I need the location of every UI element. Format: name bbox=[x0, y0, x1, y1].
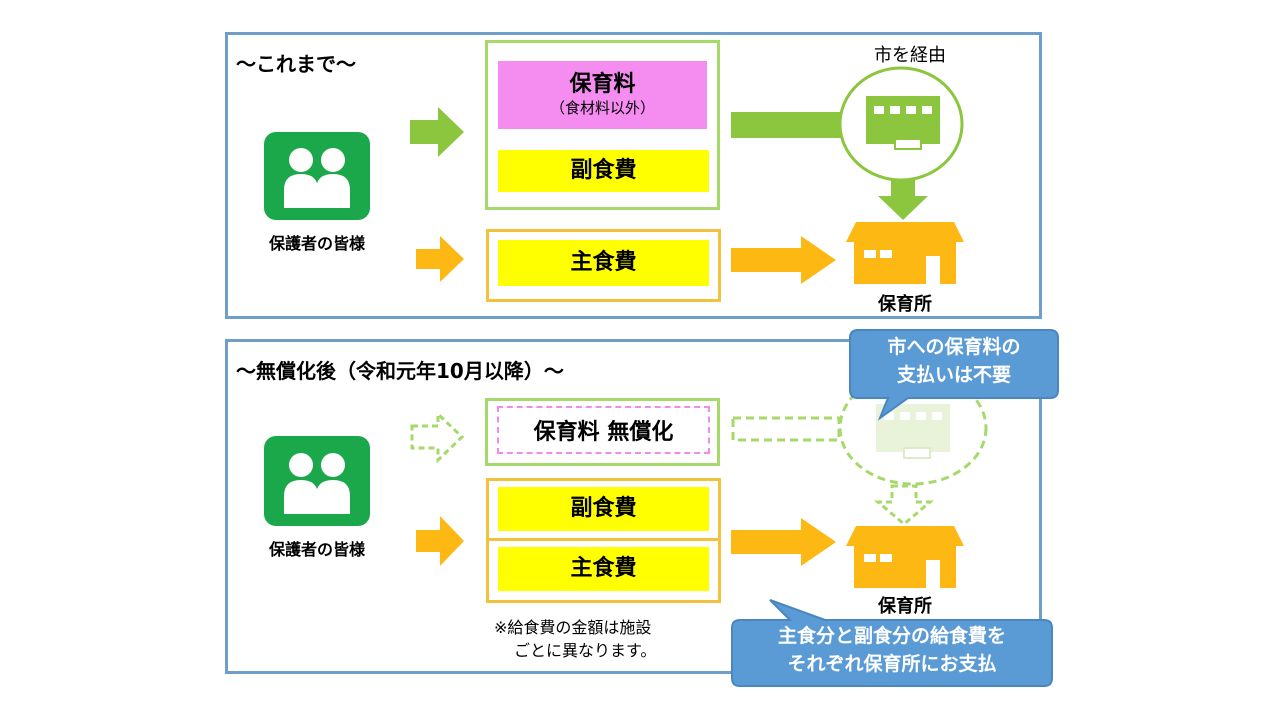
nursery-label: 保育所 bbox=[878, 294, 932, 315]
callout-bottom-line-2: それぞれ保育所にお支払 bbox=[787, 653, 997, 675]
people-icon bbox=[264, 436, 370, 526]
arrow-icon bbox=[416, 236, 464, 282]
arrow-icon bbox=[416, 516, 464, 566]
guardians-label: 保護者の皆様 bbox=[268, 540, 365, 559]
arrow-icon bbox=[873, 484, 935, 526]
group-divider bbox=[489, 538, 718, 541]
hoikuryo-bar: 保育料 （食材料以外） bbox=[498, 61, 707, 129]
nursery-icon bbox=[846, 222, 964, 284]
arrow-icon bbox=[410, 410, 465, 464]
arrow-icon bbox=[878, 180, 928, 220]
hoikuryo-free-label: 保育料 無償化 bbox=[533, 420, 674, 445]
after-title: 〜無償化後（令和元年10月以降）〜 bbox=[236, 359, 564, 383]
nursery-label: 保育所 bbox=[878, 596, 932, 617]
shushokuhi-label: 主食費 bbox=[570, 556, 637, 581]
before-title: 〜これまで〜 bbox=[236, 52, 356, 76]
note-line-2: ごとに異なります。 bbox=[514, 641, 657, 660]
hoikuryo-label: 保育料 bbox=[569, 72, 636, 97]
fukushokuhi-bar: 副食費 bbox=[498, 487, 709, 531]
fukushokuhi-label: 副食費 bbox=[570, 496, 637, 521]
note-line-1: ※給食費の金額は施設 bbox=[494, 618, 652, 637]
city-label: 市を経由 bbox=[874, 45, 946, 66]
callout-top-line-2: 支払いは不要 bbox=[896, 364, 1011, 386]
shushokuhi-bar: 主食費 bbox=[498, 547, 709, 591]
shushokuhi-label: 主食費 bbox=[570, 250, 637, 275]
arrow-icon bbox=[410, 107, 464, 157]
fukushokuhi-bar: 副食費 bbox=[498, 150, 709, 192]
shushokuhi-bar: 主食費 bbox=[498, 240, 709, 286]
people-icon bbox=[264, 132, 370, 220]
arrow-icon bbox=[731, 236, 836, 284]
callout-no-city-payment bbox=[848, 328, 1060, 421]
dashed-connector bbox=[731, 416, 841, 442]
guardians-label: 保護者の皆様 bbox=[268, 234, 365, 253]
nursery-icon bbox=[846, 526, 964, 588]
callout-pay-nursery bbox=[730, 598, 1054, 688]
green-connector bbox=[731, 112, 841, 138]
hoikuryo-sub-label: （食材料以外） bbox=[549, 99, 655, 117]
free-hoikuryo-box bbox=[497, 406, 710, 454]
arrow-icon bbox=[731, 518, 836, 566]
building-icon bbox=[838, 66, 964, 182]
callout-bottom-line-1: 主食分と副食分の給食費を bbox=[777, 625, 1006, 647]
callout-top-line-1: 市への保育料の bbox=[887, 336, 1021, 358]
fukushokuhi-label: 副食費 bbox=[570, 158, 637, 183]
